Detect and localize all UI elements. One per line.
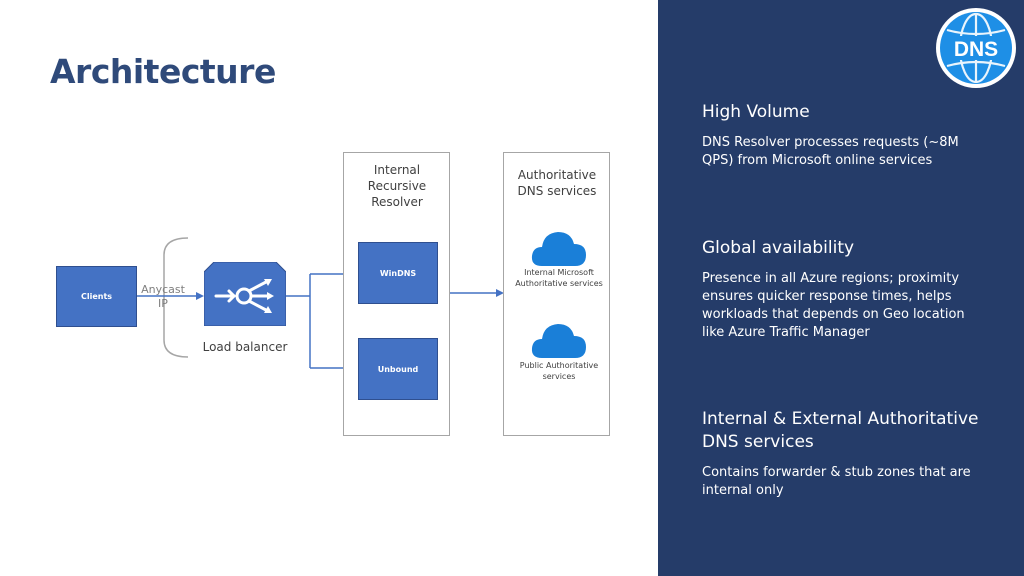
recursive-resolver-title: Internal Recursive Resolver xyxy=(367,163,427,209)
authoritative-frame xyxy=(503,152,610,436)
section-body-global-availability: Presence in all Azure regions; proximity… xyxy=(702,271,965,340)
load-balancer-label: Load balancer xyxy=(202,340,288,354)
public-auth-label: Public Authoritative services xyxy=(519,361,599,381)
clients-label: Clients xyxy=(80,292,113,301)
load-balancer-node xyxy=(203,261,287,327)
dns-globe-icon: DNS xyxy=(936,8,1016,88)
section-title-high-volume: High Volume xyxy=(702,102,810,122)
unbound-node: Unbound xyxy=(358,338,438,400)
windns-label: WinDNS xyxy=(379,268,417,278)
slide-title: Architecture xyxy=(50,52,276,91)
section-body-authoritative-dns: Contains forwarder & stub zones that are… xyxy=(702,465,971,498)
logo-text: DNS xyxy=(954,38,998,61)
anycast-ip-label: Anycast IP xyxy=(141,283,185,310)
section-title-global-availability: Global availability xyxy=(702,238,855,258)
internal-ms-auth-label: Internal Microsoft Authoritative service… xyxy=(515,268,603,288)
windns-node: WinDNS xyxy=(358,242,438,304)
cloud-icon xyxy=(531,324,586,358)
clients-node: Clients xyxy=(56,266,137,327)
cloud-icon xyxy=(531,232,586,266)
load-balancer-icon xyxy=(203,261,287,327)
authoritative-title: Authoritative DNS services xyxy=(517,168,597,198)
unbound-label: Unbound xyxy=(377,364,419,374)
info-panel xyxy=(658,0,1024,576)
section-title-authoritative-dns: Internal & External Authoritative DNS se… xyxy=(702,409,979,452)
section-body-high-volume: DNS Resolver processes requests (~8M QPS… xyxy=(702,135,959,168)
